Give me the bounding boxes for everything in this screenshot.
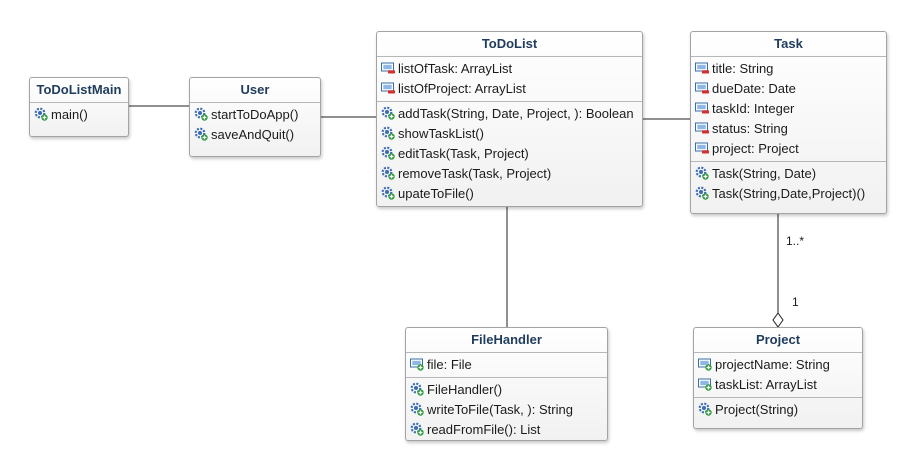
aggregation-diamond bbox=[772, 312, 784, 328]
attribute-text: taskList: ArrayList bbox=[715, 377, 817, 392]
operation-text: FileHandler() bbox=[427, 382, 503, 397]
class-name: FileHandler bbox=[471, 332, 542, 347]
field-icon bbox=[695, 142, 709, 154]
field-icon bbox=[695, 102, 709, 114]
operation-text: removeTask(Task, Project) bbox=[398, 166, 552, 181]
attribute-row: listOfProject: ArrayList bbox=[377, 79, 642, 99]
attribute-text: dueDate: Date bbox=[712, 81, 796, 96]
class-name: User bbox=[240, 82, 270, 97]
attributes-section: projectName: String taskList: ArrayList bbox=[694, 352, 862, 397]
attribute-row: projectName: String bbox=[694, 355, 862, 375]
operation-text: Task(String, Date) bbox=[712, 166, 817, 181]
attribute-row: status: String bbox=[691, 119, 886, 139]
attribute-text: projectName: String bbox=[715, 357, 830, 372]
operation-row: addTask(String, Date, Project, ): Boolea… bbox=[377, 104, 642, 124]
operations-section: main() bbox=[30, 102, 128, 127]
class-user[interactable]: User startToDoApp() saveAndQuit() bbox=[189, 77, 321, 157]
operation-text: Project(String) bbox=[715, 402, 799, 417]
attribute-text: listOfTask: ArrayList bbox=[398, 61, 513, 76]
operation-gear-icon bbox=[410, 382, 424, 396]
operation-gear-icon bbox=[34, 107, 48, 121]
field-icon bbox=[698, 358, 712, 371]
operation-text: upateToFile() bbox=[398, 186, 474, 201]
operation-gear-icon bbox=[410, 402, 424, 416]
operation-row: removeTask(Task, Project) bbox=[377, 164, 642, 184]
class-project[interactable]: Project projectName: String taskList: Arr… bbox=[693, 327, 863, 429]
multiplicity-task-end: 1..* bbox=[786, 234, 805, 248]
operation-text: showTaskList() bbox=[398, 126, 484, 141]
class-task[interactable]: Task title: String dueDate: Date taskId: I… bbox=[690, 31, 887, 214]
operation-row: Project(String) bbox=[694, 400, 862, 420]
attribute-text: title: String bbox=[712, 61, 774, 76]
operation-text: main() bbox=[51, 107, 88, 122]
operations-section: startToDoApp() saveAndQuit() bbox=[190, 102, 320, 147]
operation-gear-icon bbox=[381, 186, 395, 200]
operation-gear-icon bbox=[410, 422, 424, 436]
attribute-row: title: String bbox=[691, 59, 886, 79]
operations-section: Task(String, Date) Task(String,Date,Proje… bbox=[691, 161, 886, 206]
field-icon bbox=[381, 62, 395, 74]
operations-section: Project(String) bbox=[694, 397, 862, 422]
operation-row: editTask(Task, Project) bbox=[377, 144, 642, 164]
attribute-row: file: File bbox=[406, 355, 607, 375]
class-name: Task bbox=[774, 36, 803, 51]
operation-gear-icon bbox=[381, 106, 395, 120]
operation-row: Task(String,Date,Project)() bbox=[691, 184, 886, 204]
field-icon bbox=[695, 122, 709, 134]
attributes-section: listOfTask: ArrayList listOfProject: Arra… bbox=[377, 56, 642, 101]
operation-text: Task(String,Date,Project)() bbox=[712, 186, 866, 201]
attribute-row: dueDate: Date bbox=[691, 79, 886, 99]
attribute-row: project: Project bbox=[691, 139, 886, 159]
operation-row: main() bbox=[30, 105, 128, 125]
operation-text: readFromFile(): List bbox=[427, 422, 541, 437]
operation-row: showTaskList() bbox=[377, 124, 642, 144]
attribute-row: taskId: Integer bbox=[691, 99, 886, 119]
operation-row: writeToFile(Task, ): String bbox=[406, 400, 607, 420]
operation-text: addTask(String, Date, Project, ): Boolea… bbox=[398, 106, 634, 121]
field-icon bbox=[381, 82, 395, 94]
operation-row: FileHandler() bbox=[406, 380, 607, 400]
operation-gear-icon bbox=[695, 186, 709, 200]
operation-text: startToDoApp() bbox=[211, 107, 299, 122]
operations-section: FileHandler() writeToFile(Task, ): String… bbox=[406, 377, 607, 442]
class-filehandler[interactable]: FileHandler file: File FileHandler() writ… bbox=[405, 327, 608, 441]
operation-gear-icon bbox=[695, 166, 709, 180]
operation-gear-icon bbox=[194, 127, 208, 141]
field-icon bbox=[695, 62, 709, 74]
operation-row: Task(String, Date) bbox=[691, 164, 886, 184]
operation-gear-icon bbox=[381, 146, 395, 160]
operation-gear-icon bbox=[381, 126, 395, 140]
multiplicity-project-end: 1 bbox=[792, 295, 799, 309]
class-todolistmain[interactable]: ToDoListMain main() bbox=[29, 77, 129, 137]
operation-text: saveAndQuit() bbox=[211, 127, 295, 142]
field-icon bbox=[698, 378, 712, 391]
class-name: Project bbox=[755, 332, 801, 347]
attribute-text: status: String bbox=[712, 121, 788, 136]
attribute-row: listOfTask: ArrayList bbox=[377, 59, 642, 79]
operation-gear-icon bbox=[194, 107, 208, 121]
operation-gear-icon bbox=[381, 166, 395, 180]
operation-row: startToDoApp() bbox=[190, 105, 320, 125]
class-name: ToDoListMain bbox=[36, 82, 122, 97]
attribute-text: file: File bbox=[427, 357, 472, 372]
operation-row: readFromFile(): List bbox=[406, 420, 607, 440]
field-icon bbox=[410, 358, 424, 371]
operations-section: addTask(String, Date, Project, ): Boolea… bbox=[377, 101, 642, 206]
class-name: ToDoList bbox=[481, 36, 538, 51]
operation-row: saveAndQuit() bbox=[190, 125, 320, 145]
attribute-text: listOfProject: ArrayList bbox=[398, 81, 526, 96]
operation-text: editTask(Task, Project) bbox=[398, 146, 529, 161]
attribute-row: taskList: ArrayList bbox=[694, 375, 862, 395]
attribute-text: taskId: Integer bbox=[712, 101, 795, 116]
attribute-text: project: Project bbox=[712, 141, 799, 156]
operation-text: writeToFile(Task, ): String bbox=[427, 402, 573, 417]
attributes-section: file: File bbox=[406, 352, 607, 377]
operation-gear-icon bbox=[698, 402, 712, 416]
attributes-section: title: String dueDate: Date taskId: Intege… bbox=[691, 56, 886, 161]
class-todolist[interactable]: ToDoList listOfTask: ArrayList listOfProj… bbox=[376, 31, 643, 207]
field-icon bbox=[695, 82, 709, 94]
operation-row: upateToFile() bbox=[377, 184, 642, 204]
